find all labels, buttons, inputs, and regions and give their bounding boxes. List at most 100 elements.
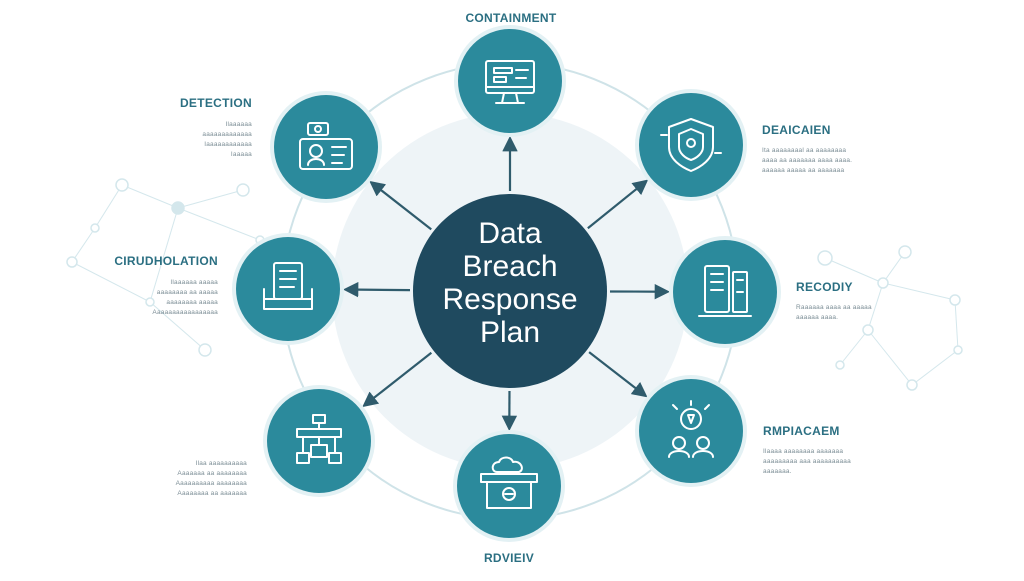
network-node xyxy=(145,297,155,307)
network-link xyxy=(824,257,884,284)
network-node xyxy=(90,223,100,233)
desc-line: aaaa aa aaaaaaa aaaa aaaa. xyxy=(762,157,853,164)
node-circle xyxy=(639,93,743,197)
node-circle xyxy=(673,240,777,344)
arrow xyxy=(362,351,433,408)
center-title-line: Breach xyxy=(462,250,557,283)
center-title-line: Response xyxy=(442,283,577,316)
tablet-icon xyxy=(263,262,313,310)
desc-deaication: Ita aaaaaaaal aa aaaaaaaa aaaa aa aaaaaa… xyxy=(762,146,852,176)
desc-line: aaaaaaaaa aaa aaaaaaaaaa xyxy=(763,458,851,465)
monitor-icon xyxy=(485,60,535,104)
label-deaication: DEAICAIEN xyxy=(762,123,831,137)
network-link xyxy=(911,349,959,386)
server-icon xyxy=(698,265,752,317)
network-link xyxy=(149,301,206,351)
report-icon xyxy=(480,456,538,509)
network-node xyxy=(236,183,250,197)
desc-line: aaaaaaaaaaaaa xyxy=(202,131,252,138)
network-link xyxy=(177,207,261,241)
network-node xyxy=(949,294,961,306)
node-detection xyxy=(270,91,382,203)
desc-line: Aaaaaaa aa aaaaaaaa xyxy=(177,470,247,477)
node-circle xyxy=(457,434,561,538)
node-circle xyxy=(274,95,378,199)
network-link xyxy=(94,184,123,229)
nodes-group xyxy=(232,25,781,542)
network-decoration-left xyxy=(66,178,265,357)
network-link xyxy=(177,189,244,209)
network-node xyxy=(66,256,78,268)
desc-line: aaaaaaaa aaaaa xyxy=(166,299,218,306)
label-detection: DETECTION xyxy=(179,96,252,110)
network-node xyxy=(835,360,845,370)
network-node xyxy=(898,245,912,259)
arrow xyxy=(587,179,649,230)
node-recodiy xyxy=(669,236,781,348)
node-rmpiacaem xyxy=(635,375,747,487)
flowchart-icon xyxy=(296,414,342,464)
node-containment xyxy=(454,25,566,137)
arrows-group xyxy=(342,135,671,432)
desc-line: Aaaaaaaaaa aaaaaaaa xyxy=(175,480,247,487)
desc-line: Aaaaaaaaaaaaaaaaa xyxy=(152,309,218,316)
node-node-6 xyxy=(263,385,375,497)
network-node xyxy=(877,277,889,289)
desc-line: Aaaaaaaa aa aaaaaaa xyxy=(177,490,247,497)
label-recodiy: RECODIY xyxy=(796,280,853,294)
label-containment: CONTAINMENT xyxy=(465,11,557,25)
desc-line: Iaaaaaaaaaaaa xyxy=(204,141,252,148)
desc-line: Ilaa aaaaaaaaaa xyxy=(195,460,247,467)
desc-node-6: Ilaa aaaaaaaaaa Aaaaaaa aa aaaaaaaa Aaaa… xyxy=(176,459,247,499)
network-node xyxy=(115,178,129,192)
arrow xyxy=(342,281,411,298)
center-title-line: Data xyxy=(478,217,542,250)
node-cirudholation xyxy=(232,233,344,345)
desc-line: Ilaaaaaa xyxy=(225,121,252,128)
network-link xyxy=(867,282,884,331)
desc-rmpiacaem: Ilaaaa aaaaaaaa aaaaaaa aaaaaaaaa aaa aa… xyxy=(763,447,851,477)
desc-line: aaaaaa aaaaa aa aaaaaaa xyxy=(762,167,845,174)
network-node xyxy=(198,343,212,357)
node-deaication xyxy=(635,89,747,201)
desc-recodiy: Raaaaaa aaaa aa aaaaa aaaaaa aaaa. xyxy=(796,303,872,323)
arrow xyxy=(588,351,648,398)
id-card-icon xyxy=(299,122,353,170)
desc-line: Raaaaaa aaaa aa aaaaa xyxy=(796,304,872,311)
node-circle xyxy=(458,29,562,133)
desc-line: Iaaaaa xyxy=(230,151,252,158)
network-link xyxy=(954,299,959,351)
center-title-line: Plan xyxy=(480,316,540,349)
node-circle xyxy=(236,237,340,341)
desc-line: aaaaaaaa aa aaaaa xyxy=(156,289,218,296)
network-node xyxy=(953,345,963,355)
center-circle xyxy=(413,194,607,388)
network-link xyxy=(71,261,151,303)
desc-line: Ilaaaaaa aaaaa xyxy=(170,279,218,286)
network-link xyxy=(71,227,96,263)
desc-line: Ita aaaaaaaal aa aaaaaaaa xyxy=(762,147,847,154)
network-node xyxy=(906,379,918,391)
desc-detection: Ilaaaaaa aaaaaaaaaaaaa Iaaaaaaaaaaaa Iaa… xyxy=(202,120,252,160)
network-node xyxy=(817,250,833,266)
network-link xyxy=(867,329,913,386)
label-review: RDVIEIV xyxy=(483,551,535,565)
node-circle xyxy=(639,379,743,483)
network-link xyxy=(121,184,179,209)
network-decoration-right xyxy=(817,245,963,391)
desc-cirudholation: Ilaaaaaa aaaaa aaaaaaaa aa aaaaa aaaaaaa… xyxy=(152,278,218,318)
desc-line: Ilaaaa aaaaaaaa aaaaaaa xyxy=(763,448,844,455)
label-cirudholation: CIRUDHOLATION xyxy=(114,254,218,268)
network-link xyxy=(149,207,179,303)
team-icon xyxy=(668,400,714,458)
network-node xyxy=(862,324,874,336)
shield-icon xyxy=(660,118,722,172)
desc-line: aaaaaa aaaa. xyxy=(796,314,839,321)
arrow xyxy=(369,180,432,231)
network-node xyxy=(171,201,185,215)
desc-line: aaaaaaa. xyxy=(763,468,792,475)
